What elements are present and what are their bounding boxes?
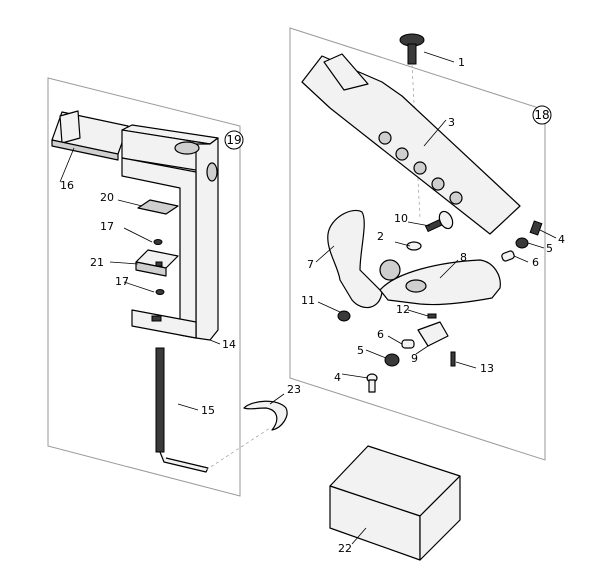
- callout-7: 7: [307, 258, 314, 271]
- part-11-nut: [337, 310, 351, 322]
- callout-11: 11: [301, 294, 315, 307]
- callout-1: 1: [458, 56, 465, 69]
- assembly-number-18-text: 18: [534, 108, 549, 122]
- part-21-pad: [135, 249, 179, 277]
- part-4-pin-upper: [529, 220, 543, 236]
- part-3-rod-holder-tube: [301, 53, 521, 235]
- callout-17-upper: 17: [100, 220, 114, 233]
- part-9-latch: [417, 321, 449, 347]
- part-15-clamp-screw: [155, 347, 209, 473]
- part-20-grip-plate: [137, 199, 179, 215]
- part-6-bushing-lower: [401, 339, 415, 349]
- callout-6-lower: 6: [377, 328, 384, 341]
- callout-5-upper: 5: [546, 242, 553, 255]
- part-5-nut-lower: [384, 353, 400, 367]
- callout-4-lower: 4: [334, 371, 341, 384]
- callout-13: 13: [480, 362, 494, 375]
- callout-9: 9: [411, 352, 418, 365]
- part-1-knob: [399, 33, 425, 65]
- left-assembly-panel: [47, 77, 241, 497]
- callout-22: 22: [338, 542, 352, 555]
- callout-3: 3: [448, 116, 455, 129]
- callout-4-upper: 4: [558, 233, 565, 246]
- part-6-bushing-upper: [501, 250, 515, 262]
- part-16-end-plate: [51, 110, 129, 161]
- assembly-number-19-text: 19: [226, 133, 241, 147]
- part-13-pin: [450, 351, 456, 367]
- part-17-washer-upper: [153, 239, 163, 245]
- leader-lines: [59, 51, 557, 545]
- callout-15: 15: [201, 404, 215, 417]
- callout-17-lower: 17: [115, 275, 129, 288]
- callout-8: 8: [460, 251, 467, 264]
- callout-2: 2: [377, 230, 384, 243]
- callout-20: 20: [100, 191, 114, 204]
- part-10-bolt: [424, 210, 454, 233]
- part-8-pivot-bracket: [379, 259, 501, 306]
- right-assembly-panel: [289, 27, 546, 461]
- assembly-number-19: 19: [224, 130, 244, 150]
- part-clamp-body: [121, 124, 219, 341]
- callout-6-upper: 6: [532, 256, 539, 269]
- callout-5-lower: 5: [357, 344, 364, 357]
- callout-14: 14: [222, 338, 236, 351]
- callout-23: 23: [287, 383, 301, 396]
- part-4-pin-lower: [366, 373, 378, 393]
- part-7-arm: [327, 209, 383, 309]
- callout-12: 12: [396, 303, 410, 316]
- part-23-wire-clip: [243, 400, 288, 431]
- part-12-screw: [427, 313, 437, 319]
- callout-21: 21: [90, 256, 104, 269]
- part-5-nut-upper: [515, 237, 529, 249]
- part-2-washer: [406, 241, 422, 251]
- assembly-number-18: 18: [532, 105, 552, 125]
- callout-16: 16: [60, 179, 74, 192]
- part-17-washer-lower: [155, 289, 165, 295]
- part-22-foam-block: [329, 445, 461, 561]
- callout-10: 10: [394, 212, 408, 225]
